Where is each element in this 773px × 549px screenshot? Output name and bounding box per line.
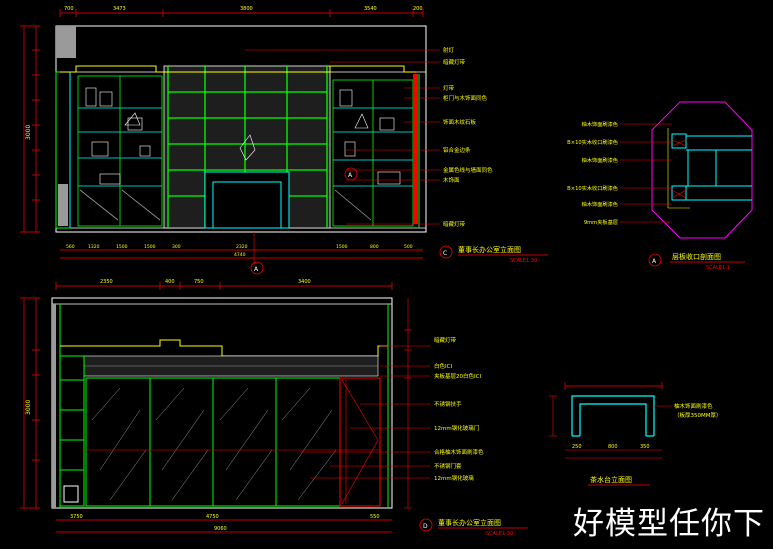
top-bdim-4: 1500 [144, 244, 156, 250]
top-callout-9: 暗藏灯带 [443, 220, 466, 228]
top-bdim-7: 1500 [336, 244, 348, 250]
detail-a-section: 柚木饰面刷漆色 B×10实木收口刷漆色 柚木饰面刷漆色 B×10实木收口刷漆色 … [567, 101, 753, 271]
top-dim-2: 3473 [113, 6, 126, 12]
detail-b-dim-1: 250 [572, 444, 582, 450]
bot-bdim-2: 4750 [206, 514, 219, 520]
detail-a-octagon [651, 101, 753, 239]
bot-dim-1: 2350 [100, 279, 113, 285]
top-bdim-5: 300 [172, 244, 181, 250]
top-title: 董事长办公室立面图 [458, 245, 521, 254]
section-marker-a [344, 167, 358, 181]
top-dim-chain [59, 9, 424, 17]
top-ceiling-block [56, 26, 76, 58]
top-leaders [245, 49, 440, 225]
top-dim-1: 700 [64, 6, 74, 12]
detail-a-callout-6: 9mm夹板基层 [584, 218, 618, 226]
top-total-dim: 4740 [234, 252, 246, 258]
top-dim-5: 200 [413, 6, 423, 12]
bot-callout-3: 夹板基层20白色ICI [434, 372, 481, 380]
detail-b-title: 茶水台立面图 [590, 475, 632, 484]
detail-a-callout-2: B×10实木收口刷漆色 [567, 138, 618, 146]
bot-bdim-1: 3750 [70, 514, 83, 520]
detail-a-callout-5: 柚木饰面刷漆色 [582, 200, 618, 208]
top-vertical-dim [20, 25, 40, 233]
detail-a-callout-4: B×10实木收口刷漆色 [567, 184, 618, 192]
top-callout-2: 暗藏灯带 [443, 58, 466, 66]
bottom-elevation: 2350 400 750 3400 3000 [20, 279, 528, 537]
glass-hatch [91, 387, 337, 501]
top-callout-8: 木饰面 [443, 176, 460, 184]
bot-height-dim: 3000 [25, 400, 32, 415]
top-callout-1: 射灯 [443, 46, 455, 54]
detail-a-callout-3: 柚木饰面刷漆色 [582, 156, 618, 164]
right-bookcase [332, 79, 414, 227]
detail-b-dim-2: 800 [608, 444, 618, 450]
top-height-dim: 3000 [25, 125, 32, 140]
top-bdim-3: 1500 [116, 244, 128, 250]
bot-callout-5: 12mm钢化玻璃门 [434, 424, 479, 432]
bot-callout-1: 暗藏灯带 [434, 336, 457, 344]
watermark-text: 好模型任你下 [573, 506, 765, 542]
top-title-mark: C [443, 250, 447, 257]
section-marker-a-letter: A [348, 172, 353, 179]
top-bdim-8: 800 [370, 244, 379, 250]
bot-dim-3: 750 [194, 279, 204, 285]
detail-a-callout-1: 柚木饰面刷漆色 [582, 120, 618, 128]
right-red-column [413, 74, 418, 224]
detail-a-title: 层板收口剖面图 [672, 252, 721, 261]
bot-callout-8: 12mm钢化玻璃 [434, 474, 474, 482]
top-bdim-9: 500 [404, 244, 413, 250]
top-callout-5: 饰面木纹石板 [443, 118, 477, 126]
top-bdim-6: 2320 [236, 244, 248, 250]
top-bdim-1: 560 [66, 244, 75, 250]
top-bottom-marker: A [254, 266, 259, 273]
center-fireplace [204, 171, 290, 229]
bot-dim-2: 400 [165, 279, 175, 285]
top-dim-3: 3800 [240, 6, 253, 12]
bot-title: 董事长办公室立面图 [438, 518, 501, 527]
detail-b-callout-2: （板厚350MM厚） [674, 411, 722, 419]
glass-door [339, 377, 381, 507]
top-callout-3: 灯带 [443, 84, 455, 92]
detail-b-tea-counter: 柚木饰面刷漆色 （板厚350MM厚） 250 800 350 茶水台立面图 [549, 382, 722, 486]
bot-callout-7: 不锈钢门套 [434, 462, 462, 470]
bottom-left-cabinet [59, 355, 85, 507]
bot-callout-6: 合格柚木饰面刷漆色 [434, 448, 484, 456]
bot-scale: SCALE1:30 [486, 531, 513, 537]
bot-dim-4: 3400 [298, 279, 311, 285]
bot-callout-2: 白色ICI [434, 362, 452, 370]
detail-a-mark: A [652, 258, 657, 265]
top-dim-4: 3540 [364, 6, 377, 12]
bot-title-mark: D [423, 523, 428, 530]
top-callout-6: 铝合金边条 [443, 146, 471, 154]
left-bookcase [77, 75, 163, 227]
top-callout-7: 金属色线与墙面同色 [443, 166, 493, 174]
detail-a-scale: SCALE1:1 [706, 265, 730, 271]
top-elevation: 700 3473 3800 3540 200 3000 [20, 6, 548, 275]
top-callout-4: 柜门与木饰面同色 [443, 94, 488, 102]
bot-total-dim: 9060 [214, 526, 227, 532]
detail-b-callout-1: 柚木饰面刷漆色 [674, 402, 713, 410]
bot-bdim-3: 550 [370, 514, 380, 520]
top-scale: SCALE1:30 [510, 258, 537, 264]
detail-b-dim-3: 350 [640, 444, 650, 450]
top-bdim-2: 1320 [88, 244, 100, 250]
bot-callout-4: 不锈钢扶手 [434, 400, 462, 408]
